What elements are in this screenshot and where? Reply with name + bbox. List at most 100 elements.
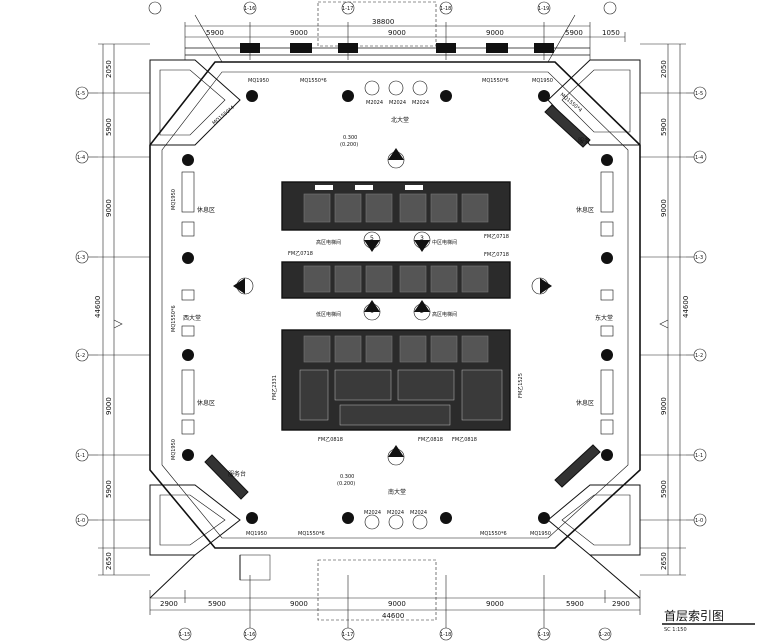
grid-left-5: 1-1 bbox=[77, 453, 85, 459]
door-fm0718-a: FM乙0718 bbox=[288, 250, 313, 257]
reception-top-label: 服务 bbox=[578, 137, 590, 145]
level-north-b: (0.200) bbox=[340, 142, 358, 148]
door-mq1950-sw: MQ1950 bbox=[246, 531, 267, 537]
grid-bottom-1: 1-15 bbox=[179, 632, 190, 638]
door-m2024-n1: M2024 bbox=[366, 100, 383, 106]
top-dim-6: 1050 bbox=[602, 29, 620, 37]
left-grid-bubbles bbox=[75, 86, 98, 527]
bottom-dim-5: 9000 bbox=[486, 600, 504, 608]
left-dim-5: 5900 bbox=[105, 480, 113, 498]
core-white-marks bbox=[315, 185, 423, 190]
bottom-dim-4: 9000 bbox=[388, 600, 406, 608]
right-dim-4: 9000 bbox=[660, 397, 668, 415]
bottom-dim-7: 2900 bbox=[612, 600, 630, 608]
grid-bottom-3: 1-17 bbox=[342, 632, 353, 638]
bottom-dim-6: 5900 bbox=[566, 600, 584, 608]
door-m2024-s1: M2024 bbox=[364, 510, 381, 516]
door-m2024-n2: M2024 bbox=[389, 100, 406, 106]
right-dimensions bbox=[640, 43, 686, 576]
door-m2024-s3: M2024 bbox=[410, 510, 427, 516]
right-dim-5: 5900 bbox=[660, 480, 668, 498]
door-fm0718-b: FM乙0718 bbox=[484, 233, 509, 240]
left-dimensions bbox=[98, 43, 150, 576]
top-dim-3: 9000 bbox=[388, 29, 406, 37]
reception-bottom-label: 服务台 bbox=[228, 470, 246, 478]
top-dim-4: 9000 bbox=[486, 29, 504, 37]
door-mq1550x6-w: MQ1550*6 bbox=[171, 305, 177, 332]
right-dim-3: 9000 bbox=[660, 199, 668, 217]
level-south-b: (0.200) bbox=[337, 481, 355, 487]
bottom-total-dim: 44600 bbox=[382, 612, 404, 620]
elevator-label-3: 低区电梯间 bbox=[316, 311, 341, 318]
grid-top-1: 1-16 bbox=[244, 6, 255, 12]
grid-right-3: 1-3 bbox=[695, 255, 703, 261]
top-grid-bubbles bbox=[148, 1, 617, 15]
bottom-dim-1: 2900 bbox=[160, 600, 178, 608]
grid-left-3: 1-3 bbox=[77, 255, 85, 261]
core-stairs bbox=[299, 369, 503, 426]
grid-left-1: 1-5 bbox=[77, 91, 85, 97]
grid-bottom-4: 1-18 bbox=[440, 632, 451, 638]
bottom-dim-3: 9000 bbox=[290, 600, 308, 608]
west-hall-label: 西大堂 bbox=[183, 314, 201, 322]
right-dim-6: 2650 bbox=[660, 552, 668, 570]
door-fm0818-a: FM乙0818 bbox=[318, 436, 343, 443]
right-seating bbox=[600, 171, 614, 435]
drawing-title: 首层索引图 bbox=[664, 609, 724, 623]
south-hall-label: 南大堂 bbox=[388, 488, 406, 496]
door-fm0818-c: FM乙0818 bbox=[452, 436, 477, 443]
door-mq1950-w1: MQ1950 bbox=[171, 189, 177, 210]
callout-3: 3 bbox=[420, 235, 424, 242]
grid-right-4: 1-2 bbox=[695, 353, 703, 359]
top-dim-5: 5900 bbox=[565, 29, 583, 37]
door-m2024-n3: M2024 bbox=[412, 100, 429, 106]
bottom-dimensions bbox=[149, 559, 641, 630]
grid-bottom-6: 1-20 bbox=[599, 632, 610, 638]
left-dim-3: 9000 bbox=[105, 199, 113, 217]
grid-right-2: 1-4 bbox=[695, 155, 703, 161]
right-dim-total: 44600 bbox=[682, 296, 690, 318]
callout-5: 5 bbox=[370, 235, 374, 242]
door-mq1550x6-n2: MQ1550*6 bbox=[482, 78, 509, 84]
grid-right-5: 1-1 bbox=[695, 453, 703, 459]
door-mq1950-nw: MQ1950 bbox=[248, 78, 269, 84]
core-elevator-cars bbox=[303, 193, 489, 363]
rest-area-nw: 休息区 bbox=[197, 206, 215, 214]
callout-6: 6 bbox=[370, 308, 374, 315]
callout-4: 4 bbox=[394, 154, 398, 161]
rest-area-sw: 休息区 bbox=[197, 399, 215, 407]
door-mq1950-w2: MQ1950 bbox=[171, 439, 177, 460]
rest-area-ne: 休息区 bbox=[576, 206, 594, 214]
door-fm0818-b: FM乙0818 bbox=[418, 436, 443, 443]
elevator-label-1: 高区电梯间 bbox=[316, 239, 341, 246]
left-dim-2: 5900 bbox=[105, 118, 113, 136]
grid-right-6: 1-0 bbox=[695, 518, 703, 524]
callout-2: 2 bbox=[420, 308, 424, 315]
north-hall-label: 北大堂 bbox=[391, 116, 409, 124]
grid-left-4: 1-2 bbox=[77, 353, 85, 359]
callout-arrowheads bbox=[233, 148, 552, 457]
elevator-label-2: 中区电梯间 bbox=[432, 239, 457, 246]
grid-left-2: 1-4 bbox=[77, 155, 85, 161]
top-total-dim: 38800 bbox=[372, 18, 394, 26]
left-seating bbox=[181, 171, 195, 435]
grid-top-4: 1-19 bbox=[538, 6, 549, 12]
left-dim-total: 44600 bbox=[94, 296, 102, 318]
structural-columns bbox=[182, 90, 613, 524]
left-dim-4: 9000 bbox=[105, 397, 113, 415]
grid-top-2: 1-17 bbox=[342, 6, 353, 12]
door-fm1525: FM乙1525 bbox=[517, 373, 524, 398]
top-dim-2: 9000 bbox=[290, 29, 308, 37]
level-north-a: 0.300 bbox=[343, 135, 357, 141]
grid-bottom-2: 1-16 bbox=[244, 632, 255, 638]
left-dim-6: 2650 bbox=[105, 552, 113, 570]
door-mq1550x6-s2: MQ1550*6 bbox=[480, 531, 507, 537]
door-mq1950-ne: MQ1950 bbox=[532, 78, 553, 84]
door-mq1550x6-s1: MQ1550*6 bbox=[298, 531, 325, 537]
door-fm0718-c: FM乙0718 bbox=[484, 251, 509, 258]
grid-left-6: 1-0 bbox=[77, 518, 85, 524]
callout-1: 1 bbox=[394, 451, 398, 458]
building-outline bbox=[149, 14, 641, 599]
